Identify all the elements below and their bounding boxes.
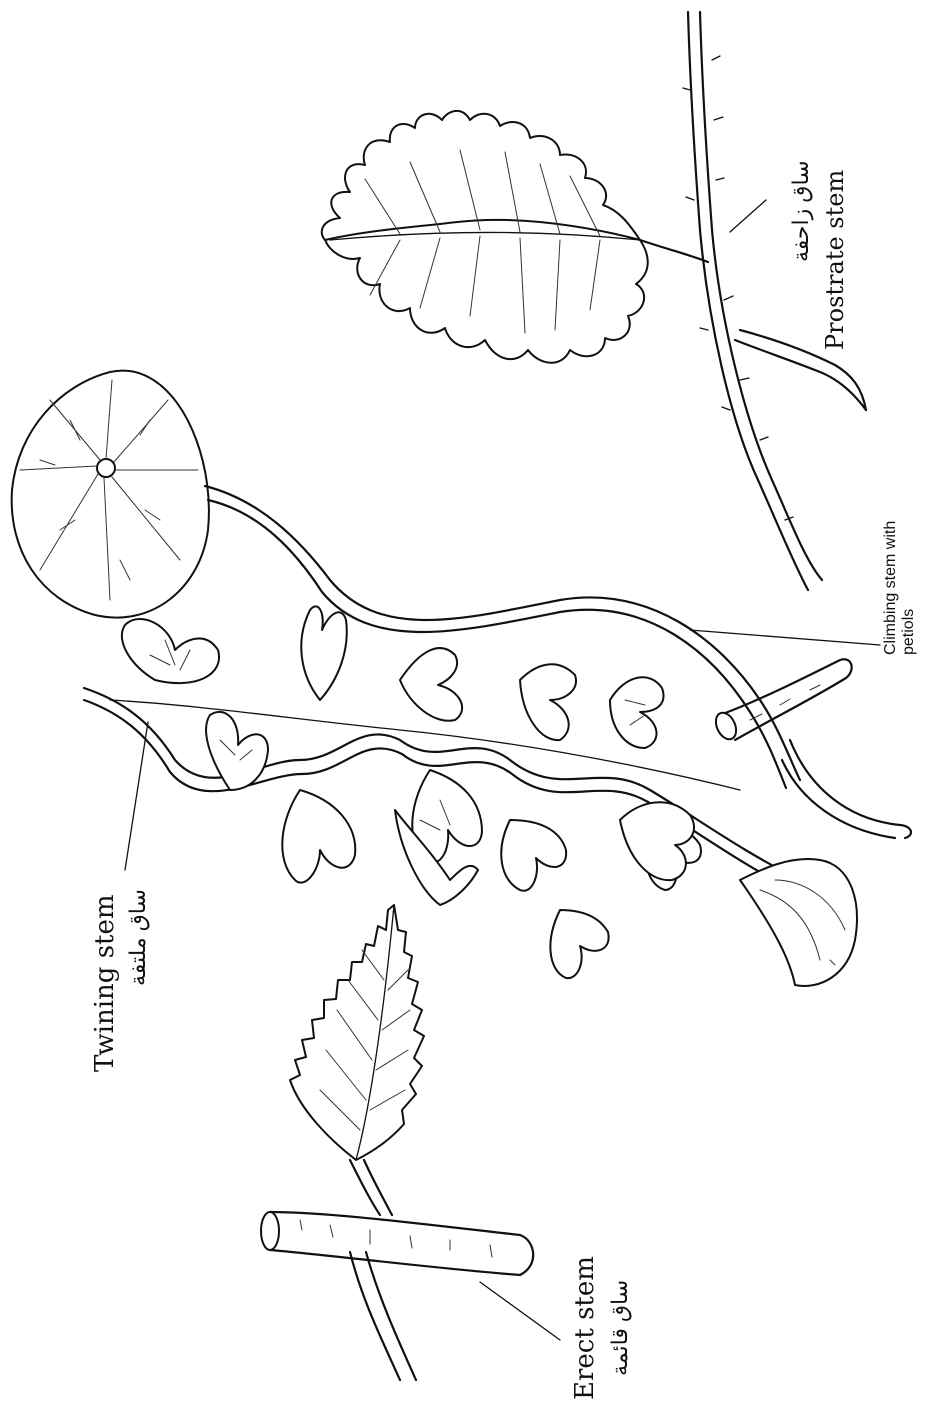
prostrate-stem-drawing [322, 12, 866, 590]
erect-label-ar: ساق قائمة [607, 1280, 632, 1376]
twining-pointer [125, 722, 148, 870]
twining-label-ar: ساق ملتفة [125, 889, 150, 986]
twining-label-arabic: ساق ملتفة [125, 889, 150, 986]
climbing-stem-drawing [12, 371, 911, 838]
prostrate-pointer [730, 200, 766, 232]
twining-label: Twining stem [90, 894, 120, 1072]
erect-pointer [480, 1282, 560, 1340]
climbing-label-line1: Climbing stem with [882, 521, 899, 655]
climbing-pointer [690, 630, 880, 645]
erect-stem-drawing [261, 905, 533, 1380]
erect-label-en: Erect stem [570, 1256, 600, 1400]
climbing-label-line2: petiols [900, 609, 917, 655]
twining-stem-drawing [84, 606, 857, 986]
erect-label: Erect stem [570, 1256, 600, 1400]
prostrate-label-en: Prostrate stem [821, 170, 849, 350]
prostrate-label-arabic: ساق زاحفة [788, 160, 813, 262]
climbing-label: Climbing stem with petiols [882, 521, 917, 655]
twining-label-en: Twining stem [90, 894, 120, 1072]
prostrate-label: Prostrate stem [821, 170, 849, 350]
erect-label-arabic: ساق قائمة [607, 1280, 632, 1376]
prostrate-label-ar: ساق زاحفة [788, 160, 813, 262]
